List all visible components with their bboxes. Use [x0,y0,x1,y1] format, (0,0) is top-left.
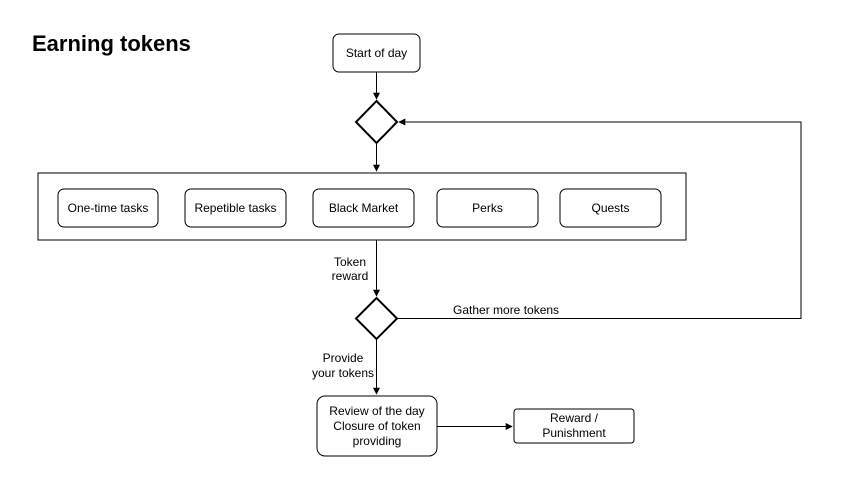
edge-label-token-reward-line1: Token [334,255,366,269]
loop-decision-diamond [354,99,399,145]
reward-punishment-node: Reward / Punishment [513,408,635,444]
review-label-line1: Review of the day [329,404,424,418]
edge-label-gather-more: Gather more tokens [453,303,559,317]
gather-decision-diamond [354,296,399,341]
review-label-line3: providing [353,434,402,448]
task-one-time-label: One-time tasks [68,201,149,215]
task-one-time: One-time tasks [57,188,159,228]
task-perks: Perks [436,188,539,228]
edge-label-provide-line2: your tokens [312,366,374,380]
task-repetible: Repetible tasks [184,188,287,228]
task-black-market-label: Black Market [329,201,399,215]
start-of-day-node: Start of day [332,33,421,73]
task-perks-label: Perks [472,201,503,215]
task-quests-label: Quests [591,201,629,215]
diagram-title: Earning tokens [32,31,191,56]
task-black-market: Black Market [312,188,415,228]
start-of-day-label: Start of day [346,46,407,60]
review-label-line2: Closure of token [333,419,420,433]
reward-label-line2: Punishment [542,426,606,440]
review-of-day-node: Review of the day Closure of token provi… [316,395,438,457]
reward-label-line1: Reward / [550,411,599,425]
edge-gather-more-loop [397,118,802,319]
edge-label-token-reward-line2: reward [332,269,369,283]
task-repetible-label: Repetible tasks [194,201,276,215]
edge-label-provide-line1: Provide [323,351,364,365]
task-quests: Quests [559,188,662,228]
